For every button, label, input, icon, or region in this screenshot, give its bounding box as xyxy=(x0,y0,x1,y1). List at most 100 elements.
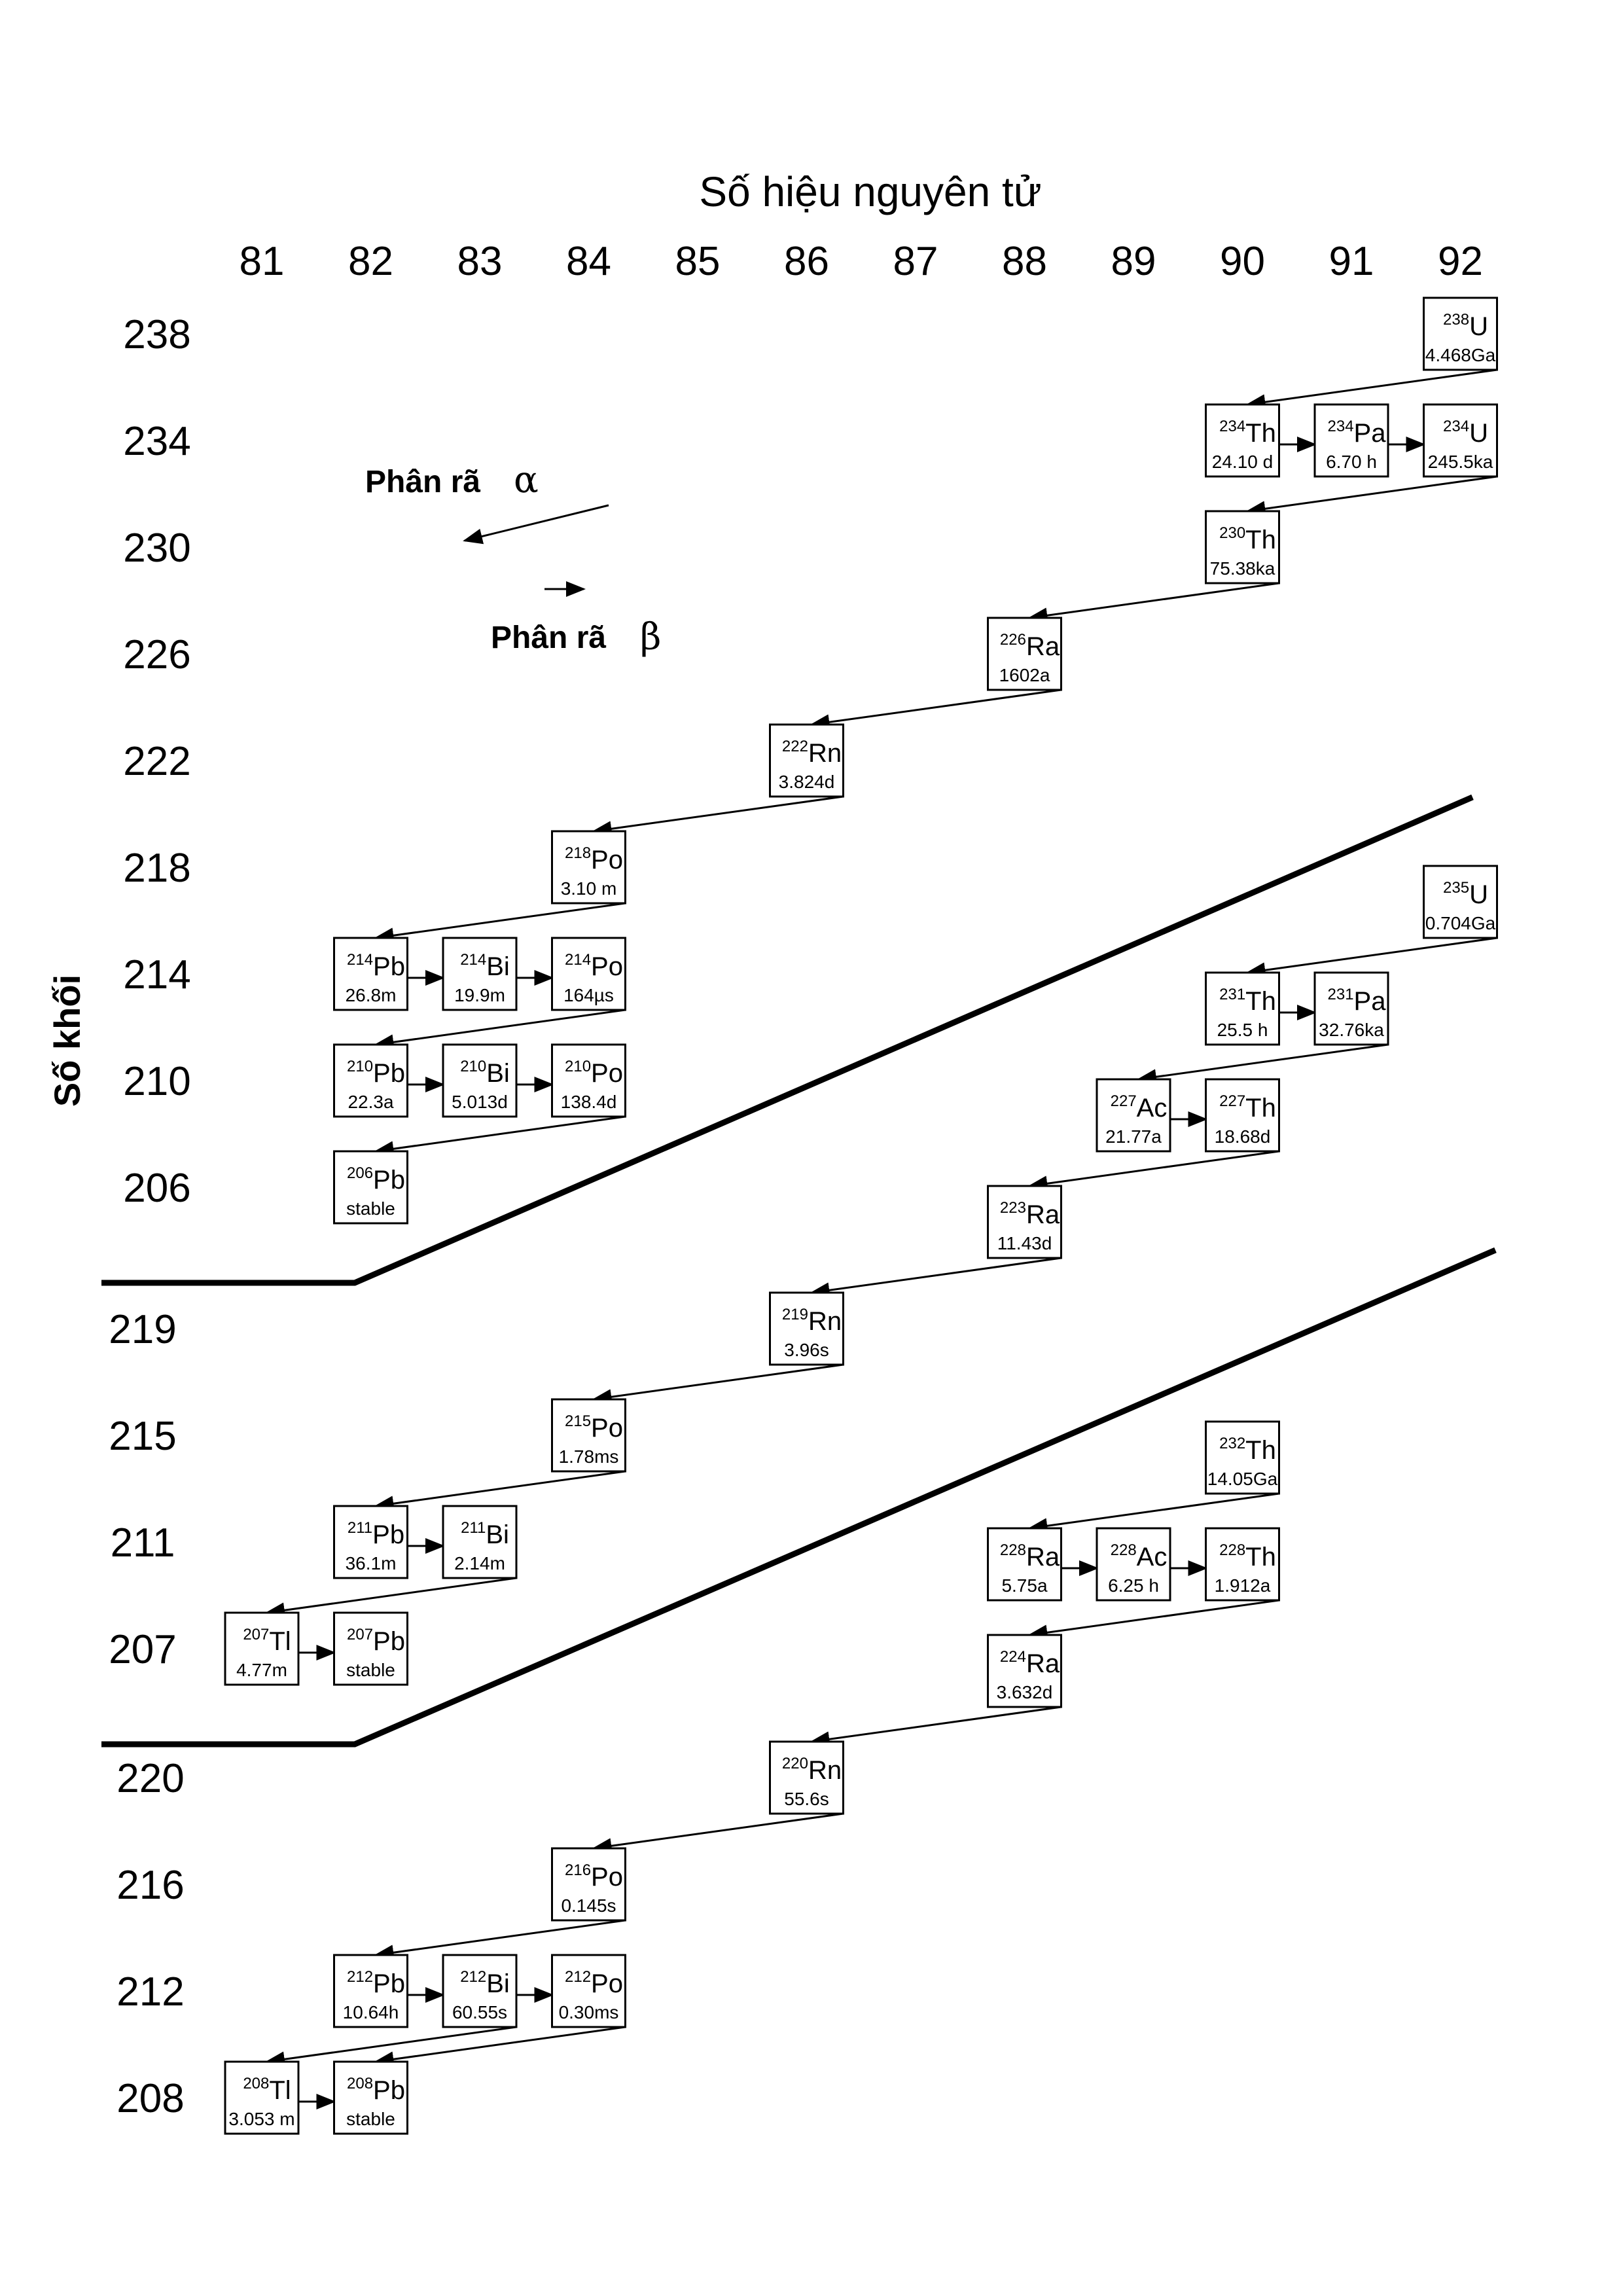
nuclide-symbol: 228Ac xyxy=(1111,1541,1168,1571)
nuclide-box xyxy=(1096,1078,1171,1153)
nuclide-Th232: 232Th 14.05Ga xyxy=(1205,1420,1280,1495)
nuclide-mass-number: 212 xyxy=(565,1968,591,1986)
nuclide-element-symbol: Pb xyxy=(373,1627,405,1656)
decay-arrow-Bi212-Tl208 xyxy=(265,2026,517,2068)
nuclide-box xyxy=(551,1847,626,1922)
nuclide-box xyxy=(551,1043,626,1118)
nuclide-symbol: 226Ra xyxy=(1000,631,1060,661)
nuclide-box xyxy=(769,1740,844,1815)
nuclide-half-life: 14.05Ga xyxy=(1207,1469,1278,1489)
nuclide-mass-number: 231 xyxy=(1328,986,1354,1003)
nuclide-box xyxy=(551,1954,626,2028)
nuclide-element-symbol: Ra xyxy=(1026,1649,1060,1678)
nuclide-mass-number: 228 xyxy=(1111,1541,1137,1559)
x-axis-title: Số hiệu nguyên tử xyxy=(699,168,1041,215)
x-axis-label-81: 81 xyxy=(240,239,285,284)
nuclide-box xyxy=(1205,1527,1280,1602)
x-axis-label-90: 90 xyxy=(1220,239,1265,284)
y-axis-label-219: 219 xyxy=(109,1307,176,1352)
nuclide-element-symbol: Ra xyxy=(1026,1543,1060,1571)
nuclide-half-life: 26.8m xyxy=(346,985,397,1005)
nuclide-half-life: 1.912a xyxy=(1215,1575,1271,1596)
nuclide-element-symbol: Ac xyxy=(1137,1094,1168,1122)
nuclide-box xyxy=(1205,1078,1280,1153)
nuclide-mass-number: 234 xyxy=(1328,418,1354,435)
nuclide-mass-number: 234 xyxy=(1443,418,1469,435)
nuclide-box xyxy=(333,1611,408,1686)
nuclide-symbol: 232Th xyxy=(1219,1435,1276,1465)
nuclide-symbol: 214Bi xyxy=(460,951,510,981)
nuclide-box xyxy=(1205,510,1280,584)
nuclide-element-symbol: Pb xyxy=(372,1520,404,1549)
decay-arrow-Th228-Ra224 xyxy=(1027,1599,1279,1641)
nuclide-half-life: 24.10 d xyxy=(1212,452,1273,472)
nuclide-element-symbol: Bi xyxy=(486,1520,509,1549)
nuclide-symbol: 220Rn xyxy=(782,1755,842,1785)
nuclide-box xyxy=(442,1505,518,1579)
y-axis-label-211: 211 xyxy=(111,1520,175,1566)
nuclide-symbol: 227Th xyxy=(1219,1092,1276,1122)
y-axis-label-218: 218 xyxy=(123,846,190,891)
y-axis-label-226: 226 xyxy=(123,632,190,677)
nuclide-symbol: 208Tl xyxy=(243,2075,291,2105)
nuclide-mass-number: 216 xyxy=(565,1861,591,1879)
nuclide-half-life: 0.30ms xyxy=(559,2002,619,2022)
nuclide-half-life: 4.468Ga xyxy=(1425,345,1496,365)
nuclide-half-life: stable xyxy=(346,1660,395,1680)
nuclide-half-life: 3.632d xyxy=(997,1682,1053,1702)
nuclide-box xyxy=(1423,865,1498,939)
nuclide-element-symbol: Ac xyxy=(1137,1543,1168,1571)
nuclide-mass-number: 223 xyxy=(1000,1199,1026,1217)
nuclide-half-life: 6.70 h xyxy=(1326,452,1377,472)
nuclide-symbol: 218Po xyxy=(565,844,623,874)
nuclide-box xyxy=(1313,971,1389,1046)
y-axis-label-212: 212 xyxy=(116,1969,184,2015)
nuclide-mass-number: 210 xyxy=(565,1058,591,1075)
nuclide-half-life: 18.68d xyxy=(1215,1126,1271,1147)
nuclide-mass-number: 210 xyxy=(347,1058,373,1075)
y-axis-label-208: 208 xyxy=(116,2076,184,2121)
decay-arrow-Th227-Ra223 xyxy=(1027,1150,1279,1192)
x-axis-label-85: 85 xyxy=(675,239,721,284)
nuclide-mass-number: 228 xyxy=(1219,1541,1245,1559)
nuclide-box xyxy=(987,617,1062,691)
nuclide-half-life: 164µs xyxy=(563,985,614,1005)
legend-beta-label: Phân rã xyxy=(491,620,606,655)
nuclide-mass-number: 208 xyxy=(243,2075,269,2092)
nuclide-mass-number: 228 xyxy=(1000,1541,1026,1559)
nuclide-element-symbol: Ra xyxy=(1026,632,1060,661)
y-axis-label-215: 215 xyxy=(109,1414,176,1459)
nuclide-element-symbol: Rn xyxy=(808,1307,842,1336)
decay-arrow-Bi211-Tl207 xyxy=(265,1577,517,1619)
nuclide-element-symbol: Po xyxy=(591,1414,623,1443)
nuclide-box xyxy=(551,937,626,1011)
decay-arrow-U238-Th234 xyxy=(1245,368,1497,410)
nuclide-box xyxy=(987,1185,1062,1259)
nuclide-half-life: 1.78ms xyxy=(559,1446,619,1467)
nuclide-Ra226: 226Ra 1602a xyxy=(987,617,1062,691)
nuclide-half-life: 1602a xyxy=(999,665,1050,685)
nuclide-symbol: 208Pb xyxy=(347,2075,405,2105)
legend: Phân rã α Phân rã β xyxy=(365,459,661,658)
decay-arrow-U235-Th231 xyxy=(1245,937,1497,978)
nuclide-element-symbol: U xyxy=(1469,880,1488,909)
nuclide-symbol: 207Tl xyxy=(243,1626,291,1656)
nuclide-element-symbol: Th xyxy=(1245,1543,1276,1571)
nuclide-box xyxy=(987,1634,1062,1708)
x-axis-label-86: 86 xyxy=(784,239,829,284)
nuclide-symbol: 210Po xyxy=(565,1058,623,1088)
nuclide-element-symbol: Th xyxy=(1245,1436,1276,1465)
